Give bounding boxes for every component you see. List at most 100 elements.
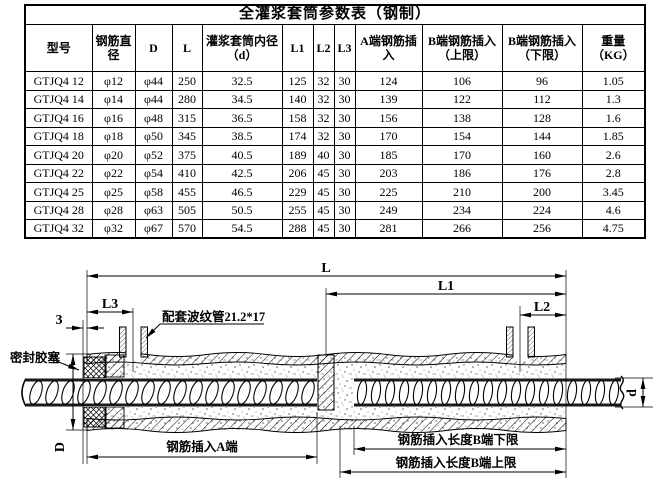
sleeve-diagram: L L1 L3 L2 3 D d 密封胶塞 配套波纹管21.2*17 钢筋插入A… [9, 261, 653, 478]
header-cell: 灌浆套筒内径（d） [201, 24, 283, 72]
table-cell: 255 [281, 200, 314, 220]
table-cell: 124 [354, 71, 423, 91]
table-cell: φ67 [134, 219, 173, 239]
table-cell: 281 [354, 219, 423, 239]
table-cell: 176 [501, 163, 583, 183]
table-cell: 1.3 [581, 89, 646, 109]
table-cell: 40 [312, 145, 335, 165]
table-cell: 30 [333, 89, 356, 109]
rebar-b-break-mark [619, 375, 625, 410]
table-cell: 128 [501, 108, 583, 128]
table-cell: 38.5 [201, 126, 283, 146]
table-cell: 1.6 [581, 108, 646, 128]
table-cell: 288 [281, 219, 314, 239]
table-cell: φ48 [134, 108, 173, 128]
table-cell: GTJQ4 16 [24, 108, 93, 128]
table-cell: 32 [312, 89, 335, 109]
table-cell: 3.45 [581, 182, 646, 202]
grout-port-left [119, 326, 148, 362]
dim-label-d: d [625, 389, 640, 397]
table-cell: 210 [421, 182, 503, 202]
table-cell: φ58 [134, 182, 173, 202]
table-cell: 46.5 [201, 182, 283, 202]
table-cell: φ12 [91, 71, 136, 91]
table-cell: 2.8 [581, 163, 646, 183]
table-cell: φ52 [134, 145, 173, 165]
header-cell: D [134, 24, 173, 72]
table-cell: 30 [333, 200, 356, 220]
table-cell: 138 [421, 108, 503, 128]
table-cell: 54.5 [201, 219, 283, 239]
end-collar-top [104, 354, 125, 378]
table-cell: 32.5 [201, 71, 283, 91]
table-cell: 186 [421, 163, 503, 183]
header-cell: 型号 [24, 24, 93, 72]
table-cell: 375 [171, 145, 203, 165]
table-cell: GTJQ4 28 [24, 200, 93, 220]
table-cell: 229 [281, 182, 314, 202]
corrugated-pipe-label: 配套波纹管21.2*17 [162, 309, 265, 324]
table-cell: 140 [281, 89, 314, 109]
table-cell: 224 [501, 200, 583, 220]
table-cell: 455 [171, 182, 203, 202]
table-cell: 50.5 [201, 200, 283, 220]
table-cell: 315 [171, 108, 203, 128]
table-cell: 505 [171, 200, 203, 220]
table-cell: 106 [421, 71, 503, 91]
table-cell: 249 [354, 200, 423, 220]
table-cell: 45 [312, 182, 335, 202]
seal-plug-bottom [83, 406, 107, 428]
rebar-a-end-cap [21, 378, 27, 407]
table-cell: φ44 [134, 71, 173, 91]
table-cell: 139 [354, 89, 423, 109]
table-cell: φ54 [134, 163, 173, 183]
header-cell: A端钢筋插入 [354, 24, 423, 72]
table-cell: 42.5 [201, 163, 283, 183]
table-cell: 570 [171, 219, 203, 239]
table-cell: 30 [333, 182, 356, 202]
table-cell: φ44 [134, 89, 173, 109]
dim-label-L3: L3 [102, 297, 118, 312]
header-cell: L3 [333, 24, 356, 72]
header-cell: B端钢筋插入（上限） [421, 24, 503, 72]
table-cell: 203 [354, 163, 423, 183]
table-cell: 30 [333, 71, 356, 91]
table-cell: 45 [312, 163, 335, 183]
dimension-lines [66, 273, 646, 475]
table-cell: φ63 [134, 200, 173, 220]
table-cell: 206 [281, 163, 314, 183]
table-cell: 170 [421, 145, 503, 165]
table-cell: 144 [501, 126, 583, 146]
table-cell: 345 [171, 126, 203, 146]
header-cell: L [171, 24, 203, 72]
dim-label-gap: 3 [56, 313, 63, 328]
header-cell: B端钢筋插入（下限） [501, 24, 583, 72]
table-cell: 112 [501, 89, 583, 109]
pipe-leader [145, 323, 161, 339]
table-cell: 154 [421, 126, 503, 146]
end-collar-bottom [104, 406, 125, 429]
table-cell: 122 [421, 89, 503, 109]
table-cell: φ32 [91, 219, 136, 239]
dim-label-D: D [53, 442, 68, 452]
table-cell: 4.6 [581, 200, 646, 220]
table-cell: 250 [171, 71, 203, 91]
dim-label-L: L [321, 261, 330, 276]
table-cell: 266 [421, 219, 503, 239]
table-cell: 32 [312, 71, 335, 91]
table-cell: 45 [312, 219, 335, 239]
rebar-b [354, 375, 625, 410]
table-cell: 96 [501, 71, 583, 91]
table-cell: 36.5 [201, 108, 283, 128]
table-cell: 160 [501, 145, 583, 165]
table-cell: 156 [354, 108, 423, 128]
table-cell: 225 [354, 182, 423, 202]
